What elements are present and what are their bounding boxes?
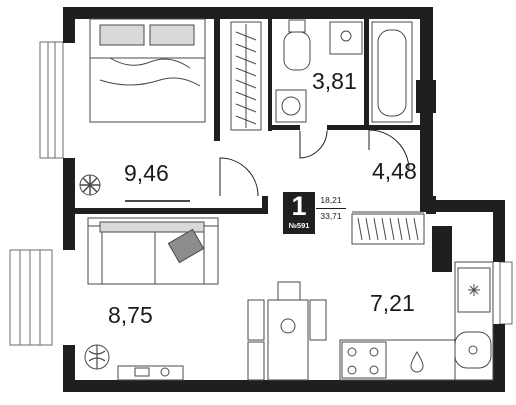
apartment-badge: 1 №591	[283, 192, 315, 234]
kitchen-window	[499, 261, 513, 325]
entrance-door	[368, 129, 410, 171]
rooms-count: 1	[291, 191, 307, 221]
star-burner-icon	[468, 284, 480, 296]
living-plant	[84, 344, 110, 370]
living-area: 18,21	[320, 195, 342, 205]
sink-basin	[454, 331, 492, 369]
living-window	[9, 249, 53, 346]
dining-set	[247, 281, 327, 381]
toilet	[283, 31, 311, 71]
dining-table	[267, 299, 309, 381]
unit-number: №591	[288, 221, 310, 230]
hallway-rack	[351, 211, 425, 245]
apartment-area-totals: 18,21 33,71	[316, 196, 346, 220]
bedroom-window	[39, 41, 64, 159]
tv-stand	[117, 365, 184, 381]
bed	[89, 18, 206, 123]
hallway-area-label: 4,48	[372, 158, 417, 184]
bathroom-area-label: 3,81	[312, 68, 357, 94]
sofa	[87, 217, 219, 285]
living-room-area-label: 8,75	[108, 302, 153, 328]
windows	[9, 41, 513, 346]
kitchen-area-label: 7,21	[370, 290, 415, 316]
wardrobe	[230, 21, 262, 131]
bedroom-area-label: 9,46	[124, 160, 169, 186]
walls	[63, 7, 505, 392]
water-drop-icon	[410, 351, 424, 373]
doors	[219, 129, 410, 197]
sofa-pillow	[167, 228, 205, 264]
bathroom-fixtures	[275, 19, 413, 123]
bedroom-plant	[79, 174, 101, 196]
total-area: 33,71	[320, 210, 342, 221]
fraction-line	[316, 207, 346, 209]
gas-stove-icon	[341, 341, 387, 379]
bathroom-door	[299, 129, 328, 159]
bedroom-door	[219, 157, 259, 197]
